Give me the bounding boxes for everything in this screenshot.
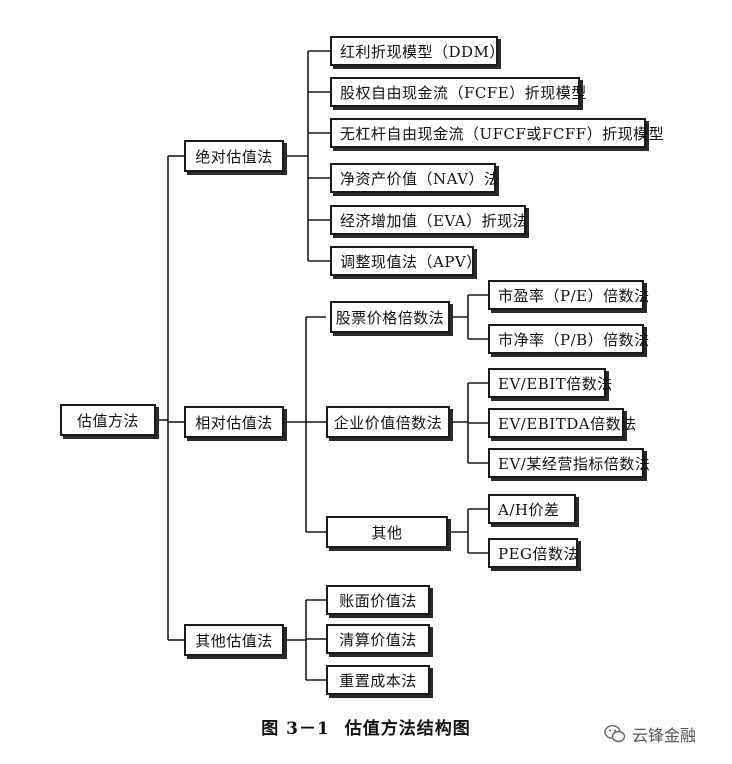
liquidation-value-node: 清算价值法 <box>326 624 430 654</box>
ah-spread-node: A/H价差 <box>488 494 576 524</box>
ufcf-method-node: 无杠杆自由现金流（UFCF或FCFF）折现模型 <box>330 118 664 148</box>
figure-title: 估值方法结构图 <box>344 719 471 739</box>
root-node: 估值方法 <box>60 404 156 436</box>
book-value-node: 账面价值法 <box>326 585 430 615</box>
relative-others-node: 其他 <box>326 516 448 548</box>
apv-method-node: 调整现值法（APV） <box>330 246 481 276</box>
ev-operating-metric-node: EV/某经营指标倍数法 <box>488 448 650 478</box>
replacement-cost-node: 重置成本法 <box>326 665 430 695</box>
wechat-logo-icon <box>604 724 626 744</box>
pe-multiple-node: 市盈率（P/E）倍数法 <box>488 280 649 310</box>
watermark: 云锋金融 <box>604 722 696 746</box>
figure-number: 图 3－1 <box>261 719 330 739</box>
ev-ebit-node: EV/EBIT倍数法 <box>488 368 612 398</box>
ev-ebitda-node: EV/EBITDA倍数法 <box>488 408 636 438</box>
absolute-valuation-node: 绝对估值法 <box>184 140 284 172</box>
stock-price-multiple-node: 股票价格倍数法 <box>330 301 450 333</box>
pb-multiple-node: 市净率（P/B）倍数法 <box>488 324 649 354</box>
other-valuation-node: 其他估值法 <box>184 624 284 656</box>
eva-method-node: 经济增加值（EVA）折现法 <box>330 205 528 235</box>
enterprise-value-multiple-node: 企业价值倍数法 <box>326 406 450 438</box>
relative-valuation-node: 相对估值法 <box>184 406 284 438</box>
figure-caption: 图 3－1 估值方法结构图 <box>0 714 732 739</box>
peg-multiple-node: PEG倍数法 <box>488 538 579 568</box>
nav-method-node: 净资产价值（NAV）法 <box>330 163 499 193</box>
fcfe-method-node: 股权自由现金流（FCFE）折现模型 <box>330 77 586 107</box>
ddm-method-node: 红利折现模型（DDM） <box>330 36 504 66</box>
watermark-text: 云锋金融 <box>632 726 697 745</box>
